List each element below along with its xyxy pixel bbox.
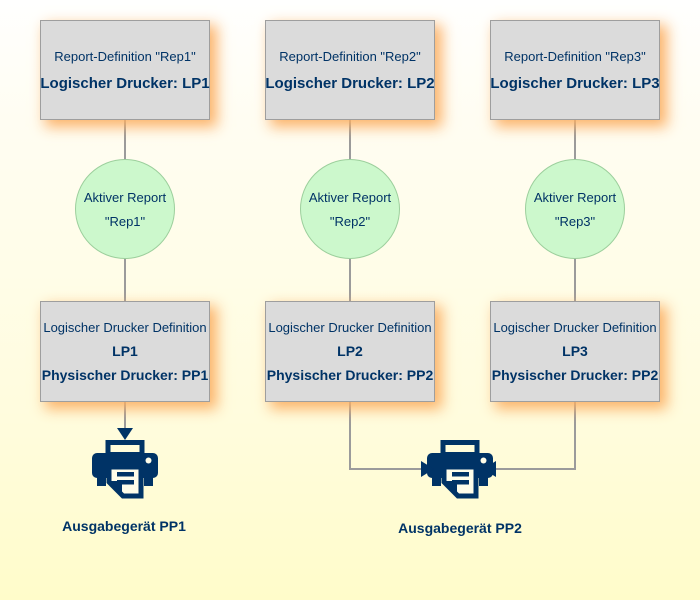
active-report-name: "Rep1"	[104, 213, 146, 229]
printer-definition-title: Logischer Drucker Definition	[493, 320, 657, 335]
logical-printer-label: Logischer Drucker: LP3	[490, 74, 660, 92]
report-definition-box-rep3: Report-Definition "Rep3" Logischer Druck…	[490, 20, 660, 120]
report-definition-label: Report-Definition "Rep1"	[54, 48, 196, 64]
active-report-circle-rep1: Aktiver Report "Rep1"	[75, 159, 175, 259]
active-report-label: Aktiver Report	[308, 189, 392, 205]
logical-printer-label: Logischer Drucker: LP1	[40, 74, 210, 92]
active-report-label: Aktiver Report	[533, 189, 617, 205]
report-definition-label: Report-Definition "Rep2"	[279, 48, 421, 64]
output-device-label-pp1: Ausgabegerät PP1	[62, 518, 186, 534]
printer-definition-box-lp3: Logischer Drucker Definition LP3 Physisc…	[490, 301, 660, 402]
physical-printer-label: Physischer Drucker: PP1	[41, 367, 209, 383]
arrow-down-icon	[117, 428, 133, 440]
active-report-circle-rep3: Aktiver Report "Rep3"	[525, 159, 625, 259]
printer-definition-title: Logischer Drucker Definition	[268, 320, 432, 335]
report-definition-label: Report-Definition "Rep3"	[504, 48, 646, 64]
connector-col2-down	[349, 402, 351, 470]
connector-col3-down	[574, 402, 576, 470]
connector-col3-horizontal	[496, 468, 576, 470]
report-definition-box-rep1: Report-Definition "Rep1" Logischer Druck…	[40, 20, 210, 120]
physical-printer-label: Physischer Drucker: PP2	[266, 367, 434, 383]
arrow-left-icon	[483, 461, 496, 477]
printer-definition-name: LP3	[562, 343, 588, 359]
printer-definition-title: Logischer Drucker Definition	[43, 320, 207, 335]
active-report-label: Aktiver Report	[83, 189, 167, 205]
active-report-name: "Rep3"	[554, 213, 596, 229]
physical-printer-label: Physischer Drucker: PP2	[491, 367, 659, 383]
report-definition-box-rep2: Report-Definition "Rep2" Logischer Druck…	[265, 20, 435, 120]
printer-definition-name: LP1	[112, 343, 138, 359]
connector-col1-to-printer	[124, 402, 126, 429]
printer-definition-box-lp1: Logischer Drucker Definition LP1 Physisc…	[40, 301, 210, 402]
logical-printer-label: Logischer Drucker: LP2	[265, 74, 435, 92]
active-report-circle-rep2: Aktiver Report "Rep2"	[300, 159, 400, 259]
active-report-name: "Rep2"	[329, 213, 371, 229]
output-device-label-pp2: Ausgabegerät PP2	[398, 520, 522, 536]
printer-definition-box-lp2: Logischer Drucker Definition LP2 Physisc…	[265, 301, 435, 402]
printer-definition-name: LP2	[337, 343, 363, 359]
arrow-right-icon	[421, 461, 434, 477]
connector-col2-horizontal	[349, 468, 421, 470]
printer-icon	[92, 440, 158, 509]
